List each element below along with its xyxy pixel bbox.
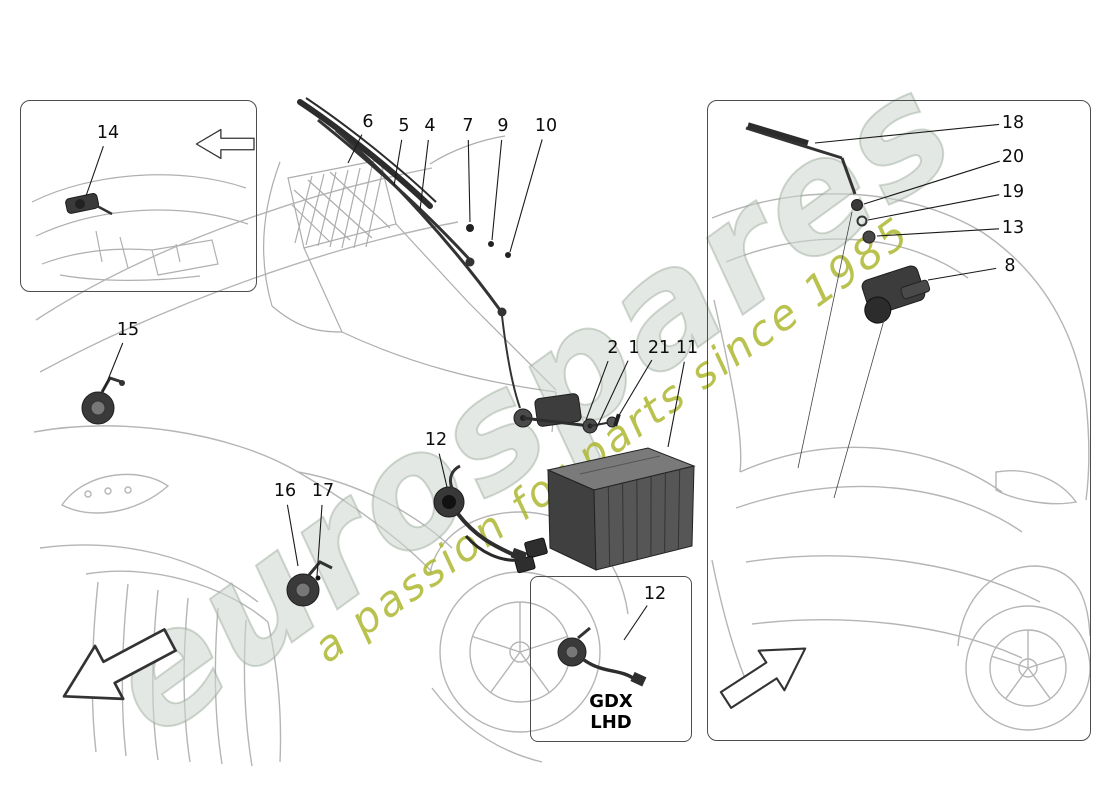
leader-line-16-18 bbox=[286, 504, 299, 567]
part-callout-12-20[interactable]: 12 bbox=[643, 584, 667, 604]
part-callout-14-0[interactable]: 14 bbox=[96, 123, 120, 143]
inset-box-rear-wiper bbox=[707, 100, 1091, 741]
part-callout-7-4[interactable]: 7 bbox=[462, 116, 474, 136]
part-callout-2-13[interactable]: 2 bbox=[607, 338, 619, 358]
leader-line-2-13 bbox=[585, 360, 609, 421]
leader-line-8-11 bbox=[927, 267, 997, 281]
leader-line-18-7 bbox=[814, 123, 1000, 144]
variant-caption-line1: GDX bbox=[589, 691, 633, 712]
leader-line-4-3 bbox=[419, 139, 429, 211]
leader-line-17-19 bbox=[316, 504, 323, 577]
arrow-rear-icon bbox=[719, 647, 807, 709]
part-callout-13-10[interactable]: 13 bbox=[1001, 218, 1025, 238]
part-callout-17-19[interactable]: 17 bbox=[311, 481, 335, 501]
part-callout-15-12[interactable]: 15 bbox=[116, 320, 140, 340]
arrow-left-icon bbox=[195, 128, 255, 160]
leader-line-10-6 bbox=[509, 139, 543, 253]
arrow-front-icon bbox=[62, 628, 177, 701]
front-car-line-art bbox=[33, 167, 629, 767]
leader-line-11-16 bbox=[667, 361, 685, 448]
gdx-horn-part-12 bbox=[557, 626, 647, 687]
cowl-line-art bbox=[263, 135, 557, 433]
part-callout-19-9[interactable]: 19 bbox=[1001, 182, 1025, 202]
leader-line-20-8 bbox=[863, 160, 1000, 205]
leader-line-12-20 bbox=[623, 605, 648, 641]
part-callout-11-16[interactable]: 11 bbox=[675, 338, 699, 358]
leader-line-21-15 bbox=[617, 359, 653, 418]
part-callout-6-1[interactable]: 6 bbox=[362, 112, 374, 132]
part-callout-9-5[interactable]: 9 bbox=[497, 116, 509, 136]
interior-part-14 bbox=[65, 193, 113, 216]
part-callout-8-11[interactable]: 8 bbox=[1004, 256, 1016, 276]
part-callout-12-17[interactable]: 12 bbox=[424, 430, 448, 450]
part-callout-20-8[interactable]: 20 bbox=[1001, 147, 1025, 167]
wiper-linkage-motor bbox=[501, 315, 621, 434]
harness-part-12 bbox=[433, 464, 528, 563]
leader-line-9-5 bbox=[491, 139, 503, 241]
part-callout-4-3[interactable]: 4 bbox=[424, 116, 436, 136]
control-unit-part-11 bbox=[464, 447, 696, 574]
part-callout-1-14[interactable]: 1 bbox=[628, 338, 640, 358]
inset-box-gdx-lhd-variant: GDX LHD bbox=[530, 576, 692, 742]
part-callout-5-2[interactable]: 5 bbox=[398, 116, 410, 136]
part-callout-21-15[interactable]: 21 bbox=[647, 338, 671, 358]
leader-line-12-17 bbox=[438, 453, 448, 488]
leader-line-14-0 bbox=[85, 146, 104, 197]
variant-caption: GDX LHD bbox=[531, 691, 691, 733]
part-callout-16-18[interactable]: 16 bbox=[273, 481, 297, 501]
rear-car-line-art bbox=[711, 193, 1091, 731]
interior-line-art bbox=[31, 174, 249, 281]
direction-arrows bbox=[62, 128, 807, 709]
leader-line-19-9 bbox=[867, 194, 1000, 221]
rear-wiper-parts bbox=[745, 122, 931, 499]
leader-line-5-2 bbox=[393, 139, 403, 187]
inset-box-interior-part bbox=[20, 100, 257, 292]
horn-part-16-17 bbox=[286, 560, 333, 607]
part-callout-10-6[interactable]: 10 bbox=[534, 116, 558, 136]
leader-line-15-12 bbox=[102, 342, 124, 393]
part-callout-18-7[interactable]: 18 bbox=[1001, 113, 1025, 133]
leader-line-1-14 bbox=[596, 360, 629, 428]
leader-line-6-1 bbox=[347, 134, 363, 164]
variant-caption-line2: LHD bbox=[590, 712, 632, 733]
leader-line-13-10 bbox=[876, 228, 1000, 237]
leader-line-7-4 bbox=[467, 139, 471, 223]
